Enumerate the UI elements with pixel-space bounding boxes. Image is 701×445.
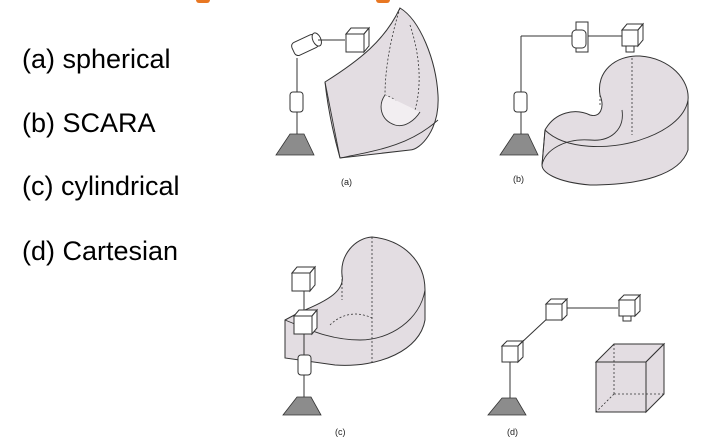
caption-b: (b) xyxy=(513,174,524,184)
cylindrical-base-joint xyxy=(297,354,312,376)
list-item-cartesian: (d) Cartesian xyxy=(22,236,179,266)
spherical-shoulder-joint xyxy=(291,32,322,57)
caption-a: (a) xyxy=(341,177,352,187)
scara-base-joint xyxy=(513,91,528,113)
scara-workspace-shell xyxy=(541,55,689,186)
figure-a-spherical: (a) xyxy=(275,7,439,187)
spherical-base-joint xyxy=(289,91,304,113)
cartesian-joint-2 xyxy=(544,297,569,322)
cylindrical-workspace-shell xyxy=(284,236,426,366)
cylindrical-slide-joint xyxy=(292,308,319,336)
spherical-end-effector xyxy=(344,26,371,54)
cartesian-base-plate xyxy=(487,397,527,416)
cartesian-workspace-box xyxy=(594,342,666,414)
cartesian-end-effector xyxy=(617,293,642,322)
figure-b-scara: (b) xyxy=(499,21,689,186)
spherical-base-plate xyxy=(275,133,315,156)
cylindrical-end-effector xyxy=(290,265,317,293)
list-item-cylindrical: (c) cylindrical xyxy=(22,171,180,201)
caption-d: (d) xyxy=(507,427,518,437)
spherical-workspace-shell xyxy=(324,7,439,159)
figure-d-cartesian: (d) xyxy=(487,293,666,437)
scara-end-effector xyxy=(620,22,645,53)
cylindrical-base-plate xyxy=(282,396,322,416)
scara-elbow-joint xyxy=(571,29,587,49)
figure-c-cylindrical: (c) xyxy=(282,236,426,437)
list-item-scara: (b) SCARA xyxy=(22,108,156,138)
top-accent-decoration xyxy=(176,0,476,5)
cartesian-joint-1 xyxy=(500,339,525,364)
caption-c: (c) xyxy=(335,427,346,437)
scara-base-plate xyxy=(499,133,539,156)
list-item-spherical: (a) spherical xyxy=(22,44,171,74)
